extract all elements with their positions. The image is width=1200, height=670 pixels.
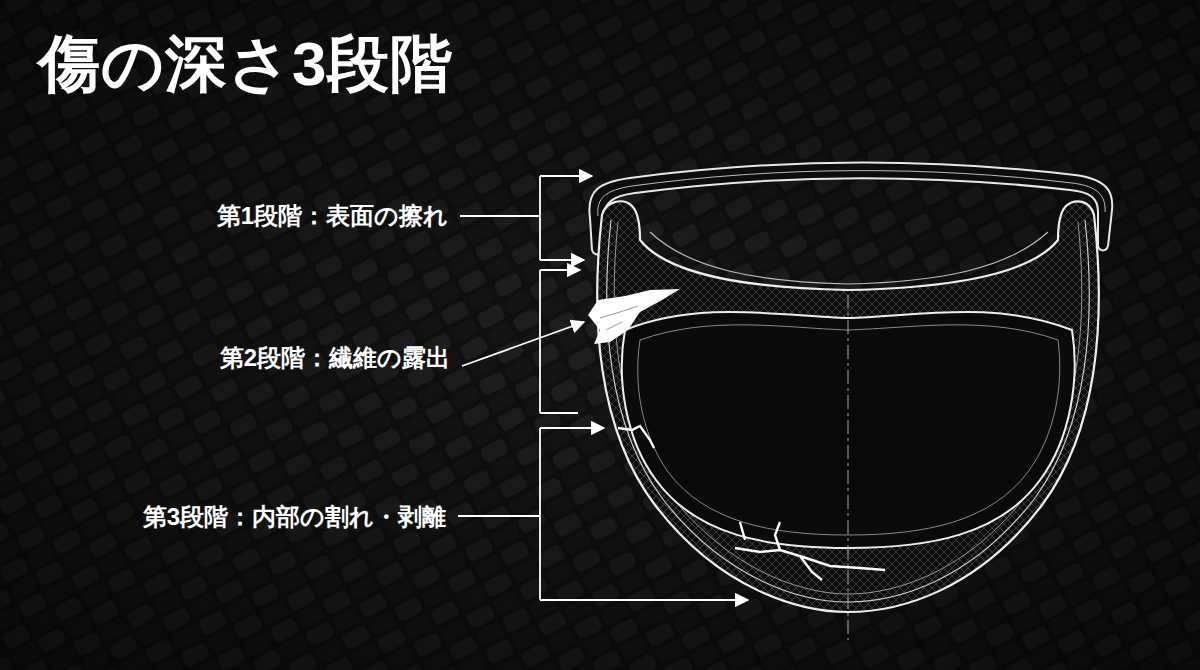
slide-title: 傷の深さ3段階 <box>38 22 453 106</box>
stage-label: 第2段階：繊維の露出 <box>220 342 450 374</box>
stage-label: 第1段階：表面の擦れ <box>217 200 448 232</box>
stage-label: 第3段階：内部の割れ・剥離 <box>143 501 446 533</box>
